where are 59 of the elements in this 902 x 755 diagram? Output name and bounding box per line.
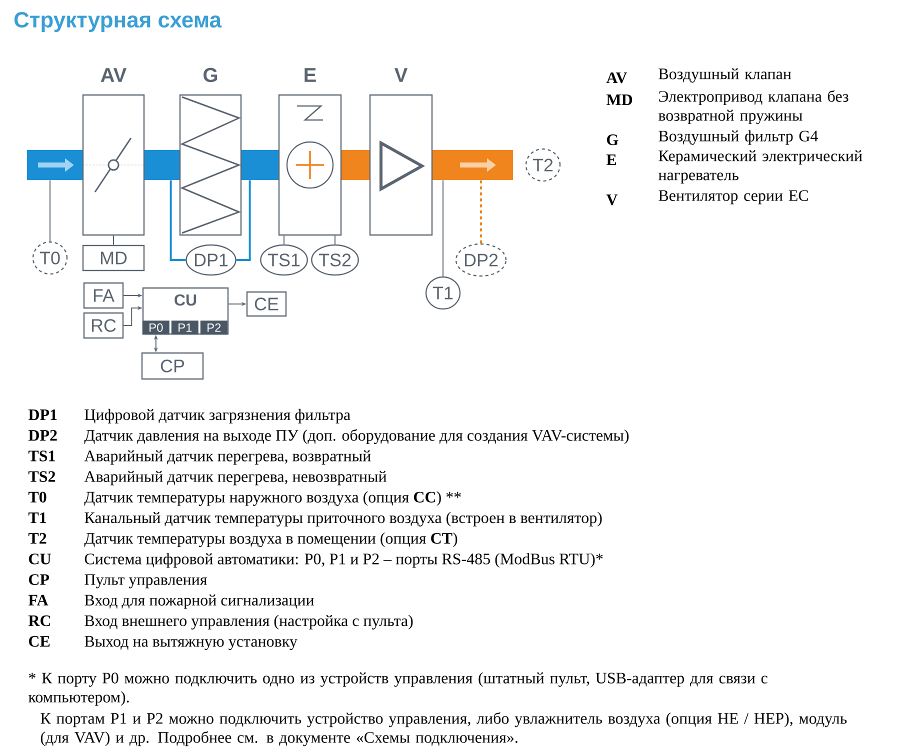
legend-text: Воздушный фильтр G4 bbox=[658, 130, 818, 145]
legend-code: G bbox=[607, 134, 618, 146]
port-box: P1 bbox=[171, 320, 198, 335]
legend-code: RC bbox=[28, 615, 50, 626]
node-label: V bbox=[394, 68, 408, 82]
component-box: CP bbox=[141, 352, 204, 380]
connector-line bbox=[113, 235, 114, 246]
legend-text: Датчик температуры наружного воздуха (опция CC) ** bbox=[84, 491, 461, 506]
node-label: E bbox=[304, 68, 316, 82]
legend-code: DP1 bbox=[28, 409, 57, 420]
legend-text: Вход для пожарной сигнализации bbox=[84, 594, 314, 609]
legend-text: Керамический электрический нагреватель bbox=[658, 150, 862, 184]
legend-text: Канальный датчик температуры приточного воздуха (встроен в вентилятор) bbox=[84, 512, 602, 526]
legend-code: T0 bbox=[28, 492, 46, 503]
connector-line bbox=[170, 180, 186, 261]
legend-text: Вход внешнего управления (настройка с пульта) bbox=[84, 614, 413, 630]
legend-code: DP2 bbox=[28, 430, 57, 441]
legend-code: AV bbox=[606, 72, 628, 84]
legend-text: Датчик давления на выходе ПУ (доп. оборудование для создания VAV-системы) bbox=[84, 429, 629, 444]
legend-code: T2 bbox=[28, 533, 46, 544]
footnote: * К порту P0 можно подключить одно из устройств управления (штатный пульт, USB-адаптер для связи с компьютером). bbox=[28, 672, 768, 706]
component-box: MD bbox=[82, 244, 145, 272]
connector-line bbox=[480, 180, 482, 244]
connector-line bbox=[334, 235, 336, 245]
legend-code: E bbox=[606, 154, 616, 165]
unit-box: V bbox=[369, 68, 433, 236]
legend-text: Выход на вытяжную установку bbox=[84, 636, 298, 650]
legend-text: Аварийный датчик перегрева, невозвратный bbox=[84, 470, 386, 486]
port-box: P2 bbox=[200, 320, 228, 335]
legend-code: CE bbox=[28, 636, 50, 647]
node-label: AV bbox=[100, 68, 127, 82]
legend-text: Электропривод клапана без возвратной пружины bbox=[658, 90, 848, 124]
component-box: RC bbox=[83, 312, 124, 339]
port-box: P0 bbox=[142, 320, 170, 335]
legend-code: V bbox=[606, 194, 618, 206]
legend-text: Цифровой датчик загрязнения фильтра bbox=[84, 408, 350, 424]
node-label: G bbox=[204, 68, 218, 82]
footnote: К портам P1 и P2 можно подключить устройство управления, либо увлажнитель воздуха (опция HE / HEP), модуль (для VAV) и др. Подробнее см. в документе «Схемы подключения». bbox=[40, 712, 847, 746]
legend-code: CP bbox=[28, 574, 50, 585]
component-box: CE bbox=[246, 291, 287, 317]
legend-code: TS1 bbox=[28, 450, 55, 462]
legend-text: Система цифровой автоматики: P0, P1 и P2 – порты RS-485 (ModBus RTU)* bbox=[84, 553, 603, 568]
connector-line bbox=[236, 180, 251, 261]
legend-code: T1 bbox=[28, 512, 46, 523]
legend-code: MD bbox=[606, 94, 632, 106]
title: Структурная схема bbox=[14, 12, 222, 32]
legend-code: TS2 bbox=[28, 471, 56, 482]
legend-code: FA bbox=[28, 594, 48, 606]
legend-text: Пульт управления bbox=[84, 574, 207, 588]
legend-text: Аварийный датчик перегрева, возвратный bbox=[84, 450, 371, 465]
legend-code: CU bbox=[28, 554, 51, 564]
unit-box: G bbox=[179, 68, 242, 236]
legend-text: Воздушный клапан bbox=[658, 68, 792, 83]
legend-text: Датчик температуры воздуха в помещении (опция CT) bbox=[84, 532, 458, 548]
connector-line bbox=[442, 180, 444, 277]
unit-box: AV bbox=[82, 68, 145, 236]
legend-text: Вентилятор серии EC bbox=[658, 190, 808, 204]
unit-box: E bbox=[278, 68, 342, 236]
component-box: FA bbox=[83, 282, 124, 309]
